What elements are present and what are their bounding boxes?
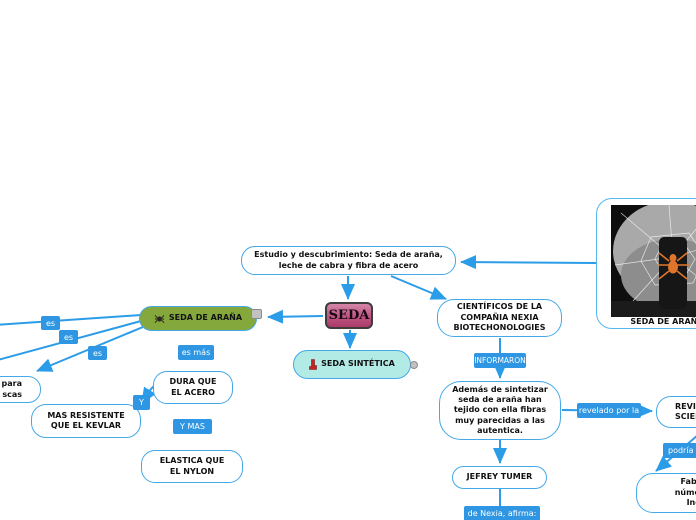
node-jefrey-label: JEFREY TUMER <box>466 472 533 482</box>
node-revista-science[interactable]: REVISTA SCIENCE <box>656 396 696 428</box>
node-seda-de-arana[interactable]: SEDA DE ARAÑA <box>139 306 257 331</box>
spider-icon <box>154 314 165 323</box>
link-label-podria-text: podría ser <box>668 446 696 455</box>
link-label-informaron[interactable]: INFORMARON <box>474 353 526 368</box>
link-label-es-2-text: es <box>63 332 74 342</box>
link-label-revelado-text: revelado por la <box>578 406 640 415</box>
node-ademas-sintetizar[interactable]: Además de sintetizar seda de araña han t… <box>439 381 561 440</box>
node-dura-que-el-acero[interactable]: DURA QUE EL ACERO <box>153 371 233 404</box>
spider-web-photo <box>611 205 696 317</box>
node-seda-label: SEDA <box>328 308 370 323</box>
node-seda-de-arana-label: SEDA DE ARAÑA <box>168 313 243 323</box>
node-fabricar-label: Fabricar número de Indus <box>674 477 696 508</box>
node-fabricar-industriales[interactable]: Fabricar número de Indus <box>636 473 696 513</box>
link-label-es-3[interactable]: es <box>88 346 107 360</box>
link-label-revelado[interactable]: revelado por la <box>577 403 641 418</box>
node-seda[interactable]: SEDA <box>325 302 373 329</box>
node-ademas-label: Además de sintetizar seda de araña han t… <box>452 384 548 436</box>
node-mas-resistente-kevlar[interactable]: MAS RESISTENTE QUE EL KEVLAR <box>31 404 141 438</box>
photo-caption: SEDA DE ARAÑA <box>630 317 696 326</box>
node-left-partial[interactable]: para scas <box>0 376 41 403</box>
resource-annotation-icon[interactable] <box>251 309 262 319</box>
link-label-y-mas[interactable]: Y MAS <box>173 419 212 434</box>
link-label-y-text: Y <box>139 398 144 407</box>
node-elastica-que-el-nylon[interactable]: ELASTICA QUE EL NYLON <box>141 450 243 483</box>
link-label-es-mas-text: es más <box>181 348 211 357</box>
node-estudio[interactable]: Estudio y descubrimiento: Seda de araña,… <box>241 246 456 275</box>
link-label-de-nexia[interactable]: de Nexia, afirma: <box>464 506 540 520</box>
node-seda-sintetica[interactable]: SEDA SINTÉTICA <box>293 350 411 379</box>
red-thread-icon <box>309 359 317 370</box>
link-label-es-3-text: es <box>92 348 103 358</box>
node-jefrey-tumer[interactable]: JEFREY TUMER <box>452 466 547 489</box>
link-label-es-1[interactable]: es <box>41 316 60 330</box>
photo-node[interactable]: SEDA DE ARAÑA <box>596 198 696 329</box>
node-cientificos-label: CIENTÍFICOS DE LA COMPAÑIA NEXIA BIOTECH… <box>453 302 546 333</box>
link-label-informaron-text: INFORMARON <box>474 356 526 365</box>
link-label-podria[interactable]: podría ser <box>663 443 696 458</box>
node-dura-label: DURA QUE EL ACERO <box>169 377 217 397</box>
node-left-partial-label: para scas <box>1 379 22 399</box>
node-kevlar-label: MAS RESISTENTE QUE EL KEVLAR <box>47 410 125 430</box>
node-cientificos-nexia[interactable]: CIENTÍFICOS DE LA COMPAÑIA NEXIA BIOTECH… <box>437 299 562 337</box>
link-label-es-2[interactable]: es <box>59 330 78 344</box>
link-label-y-mas-text: Y MAS <box>180 422 205 431</box>
node-elastica-label: ELASTICA QUE EL NYLON <box>159 456 225 476</box>
link-label-de-nexia-text: de Nexia, afirma: <box>467 509 537 518</box>
annotation-dot-icon[interactable] <box>410 361 418 369</box>
link-label-es-mas[interactable]: es más <box>178 345 214 360</box>
link-label-es-1-text: es <box>45 318 56 328</box>
node-revista-label: REVISTA SCIENCE <box>675 401 696 421</box>
node-estudio-label: Estudio y descubrimiento: Seda de araña,… <box>254 250 443 270</box>
link-label-y[interactable]: Y <box>133 395 150 410</box>
node-seda-sintetica-label: SEDA SINTÉTICA <box>321 359 395 369</box>
